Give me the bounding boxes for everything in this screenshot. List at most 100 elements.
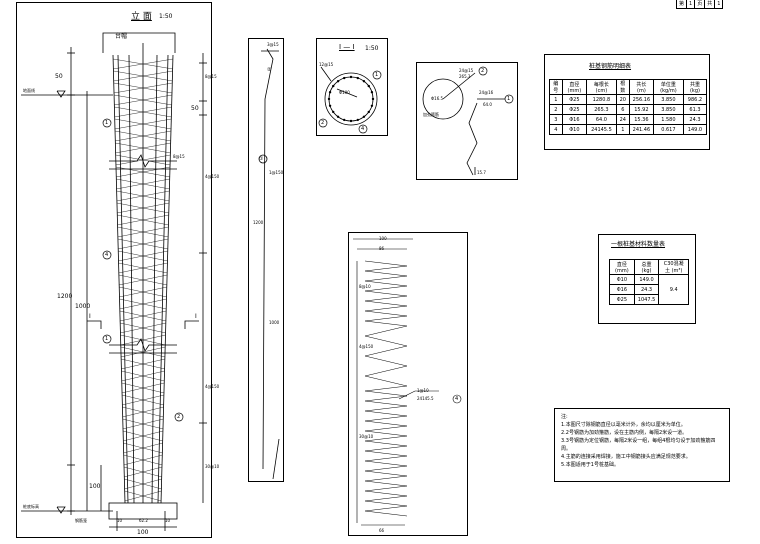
dim-left: 50 bbox=[55, 73, 63, 80]
sketch-dim: 3@15 bbox=[267, 42, 279, 47]
concrete-volume-cell: 9.4 bbox=[658, 274, 689, 305]
hoop-detail-drawing bbox=[422, 66, 514, 176]
spiral-dim-left: 8@10 bbox=[359, 284, 371, 289]
dim-right: 8@15 bbox=[205, 74, 217, 79]
section-mark: I bbox=[89, 313, 91, 320]
elevation-title: 立 面 bbox=[131, 12, 152, 22]
table-row: 4 Φ10 24145.5 1 241.46 0.617 149.0 bbox=[549, 124, 708, 135]
hoop-label: 15.7 bbox=[477, 170, 486, 175]
sketch-dim: 1000 bbox=[269, 320, 280, 325]
spiral-mark: 4 bbox=[455, 396, 459, 402]
elevation-panel: 立 面 1:50 台帽 地面线 桩底标高 钢筋笼 50 1200 1000 10… bbox=[16, 2, 219, 538]
table-cell: 24145.5 bbox=[586, 124, 617, 135]
table-cell: Φ16 bbox=[609, 284, 635, 295]
dim-bottom: 10 bbox=[165, 518, 171, 523]
spiral-dim-left: 30@10 bbox=[359, 434, 374, 439]
table-cell: 1280.8 bbox=[586, 94, 617, 105]
table-header: 根数 bbox=[615, 79, 630, 95]
note-item: 3.3号钢筋为定位钢筋，每隔2米设一组，每组4根均匀设于加劲箍筋四 bbox=[561, 438, 716, 444]
table-cell: 4 bbox=[549, 124, 563, 135]
section-panel: I — I 1:50 1 2 4 12@15 Φ100 bbox=[316, 38, 388, 136]
hoop-label: 24@16 bbox=[479, 90, 494, 95]
note-item: 4.主筋的连接采用焊接，施工中钢筋接头应满足规范要求。 bbox=[561, 454, 691, 460]
note-item: 周。 bbox=[561, 446, 572, 452]
dim-left: 1000 bbox=[75, 303, 91, 310]
table-cell: 6 bbox=[615, 104, 630, 115]
note-item: 5.本图适用于1号桩基础。 bbox=[561, 462, 619, 468]
table-cell: 1 bbox=[549, 94, 563, 105]
table-header: 共重 (kg) bbox=[682, 79, 708, 95]
table-cell: 1.580 bbox=[652, 114, 684, 125]
bar-sketch-drawing bbox=[258, 48, 280, 480]
rebar-table-panel: 桩基钢筋明细表 编号 直径 (mm) 每根长 (cm) 根数 共长 (m) 单位… bbox=[544, 54, 710, 150]
section-dim: Φ100 bbox=[339, 90, 350, 95]
table-cell: 24.3 bbox=[682, 114, 708, 125]
hoop-label: 24@15 bbox=[459, 68, 474, 73]
note-item: 2.2号钢筋为加劲箍筋，设在主筋内侧，每隔2米设一道。 bbox=[561, 430, 688, 436]
notes-panel: 注: 1.本图尺寸除钢筋直径以毫米计外，余均以厘米为单位。 2.2号钢筋为加劲箍… bbox=[554, 408, 730, 482]
page-header-cell: 第 bbox=[675, 0, 688, 9]
notes-title: 注: bbox=[561, 414, 568, 420]
table-row: Φ25 1047.5 bbox=[609, 294, 689, 305]
hoop-label: 64.0 bbox=[483, 102, 492, 107]
table-header: 每根长 (cm) bbox=[586, 79, 617, 95]
table-cell: 3.850 bbox=[652, 94, 684, 105]
rebar-table-title: 桩基钢筋明细表 bbox=[589, 63, 632, 70]
table-header: 直径 (mm) bbox=[609, 259, 635, 275]
spiral-callout: 1@10 bbox=[417, 388, 429, 393]
cage-side-label: 钢筋笼 bbox=[75, 518, 87, 523]
sketch-dim: 1200 bbox=[253, 220, 264, 225]
pile-bottom-level-label: 桩底标高 bbox=[23, 504, 39, 509]
dim-bottom: 62.2 bbox=[139, 518, 148, 523]
table-cell: 149.0 bbox=[633, 274, 660, 285]
table-row: 1 Φ25 1280.8 20 256.16 3.850 986.2 bbox=[549, 94, 708, 105]
bar-mark: 1 bbox=[105, 336, 109, 342]
table-cell: 15.92 bbox=[628, 104, 654, 115]
section-mark: 4 bbox=[361, 126, 365, 132]
table-cell: 3.850 bbox=[652, 104, 684, 115]
page-header-cell: 页 bbox=[694, 0, 706, 9]
table-cell: 24 bbox=[615, 114, 630, 125]
elevation-drawing bbox=[21, 32, 207, 531]
table-cell: 20 bbox=[615, 94, 630, 105]
section-dim: 12@15 bbox=[319, 62, 334, 67]
section-mark: 2 bbox=[321, 120, 325, 126]
spiral-drawing bbox=[353, 238, 462, 526]
table-header: 直径 (mm) bbox=[561, 79, 588, 95]
bar-mark: 2 bbox=[177, 414, 181, 420]
table-header-row: 直径 (mm) 总重 (kg) C30混凝土 (m³) bbox=[609, 259, 689, 275]
table-cell: 241.46 bbox=[628, 124, 654, 135]
table-cell: Φ25 bbox=[561, 94, 588, 105]
table-cell: 61.3 bbox=[682, 104, 708, 115]
material-table-title: 一根桩基材料数量表 bbox=[611, 241, 666, 248]
dim-bottom: 100 bbox=[137, 529, 149, 536]
table-cell: 265.3 bbox=[586, 104, 617, 115]
bar-mark: 4 bbox=[105, 252, 109, 258]
spiral-dim-top: 86 bbox=[379, 246, 385, 251]
cap-label: 台帽 bbox=[115, 33, 128, 40]
spiral-dim-left: 4@150 bbox=[359, 344, 374, 349]
spiral-callout-length: 24145.5 bbox=[417, 396, 434, 401]
elevation-scale: 1:50 bbox=[159, 13, 173, 20]
spiral-panel: 100 86 8@10 4@150 30@10 66 1@10 24145.5 … bbox=[348, 232, 468, 536]
table-cell: 986.2 bbox=[682, 94, 708, 105]
page-header-cell: 1 bbox=[686, 0, 696, 9]
sketch-mark: ① bbox=[259, 156, 264, 162]
table-row: 3 Φ16 64.0 24 15.36 1.580 24.3 bbox=[549, 114, 708, 125]
table-row: 2 Φ25 265.3 6 15.92 3.850 61.3 bbox=[549, 104, 708, 115]
table-cell: Φ25 bbox=[561, 104, 588, 115]
table-cell: 2 bbox=[549, 104, 563, 115]
section-scale: 1:50 bbox=[365, 45, 379, 52]
hoop-mark: 1 bbox=[507, 96, 511, 102]
ground-level-label: 地面线 bbox=[23, 88, 35, 93]
table-cell: 24.3 bbox=[633, 284, 660, 295]
table-cell: 149.0 bbox=[682, 124, 708, 135]
hoop-detail-panel: 24@15 265.3 24@16 64.0 Φ16.5 加劲箍筋 15.7 2… bbox=[416, 62, 518, 180]
table-cell: 256.16 bbox=[628, 94, 654, 105]
sketch-dim: 1@150 bbox=[269, 170, 284, 175]
sketch-mark: ② bbox=[267, 67, 272, 73]
table-cell: 1 bbox=[615, 124, 630, 135]
table-cell: 3 bbox=[549, 114, 563, 125]
dim-bottom: 10 bbox=[117, 518, 123, 523]
dim-right: 30@10 bbox=[205, 464, 220, 469]
